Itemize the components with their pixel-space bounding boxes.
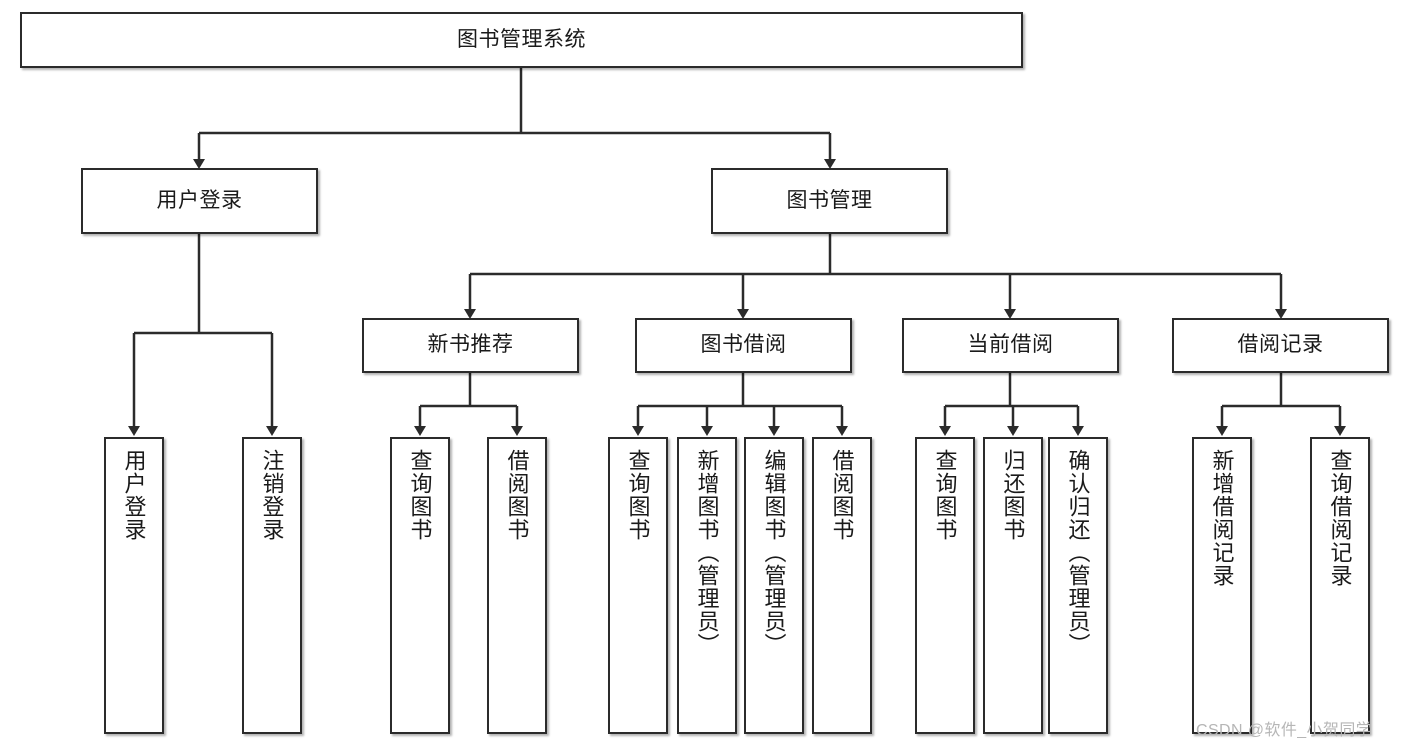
node-user-login-label: 用户登录 xyxy=(156,188,243,212)
leaf-new-book-1[interactable]: 查询图书 xyxy=(390,437,450,734)
leaf-user-login-2-label: 注销登录 xyxy=(259,449,285,541)
leaf-current-borrow-3-label: 确认归还（管理员） xyxy=(1065,449,1091,656)
leaf-book-borrow-1-label: 查询图书 xyxy=(625,449,651,541)
node-user-login[interactable]: 用户登录 xyxy=(81,168,318,234)
node-book-management[interactable]: 图书管理 xyxy=(711,168,948,234)
node-new-book-recommend[interactable]: 新书推荐 xyxy=(362,318,579,373)
leaf-book-borrow-3[interactable]: 编辑图书（管理员） xyxy=(744,437,804,734)
leaf-borrow-record-2[interactable]: 查询借阅记录 xyxy=(1310,437,1370,734)
leaf-current-borrow-1[interactable]: 查询图书 xyxy=(915,437,975,734)
node-current-borrow-label: 当前借阅 xyxy=(967,333,1054,357)
leaf-book-borrow-3-label: 编辑图书（管理员） xyxy=(761,449,787,656)
leaf-borrow-record-1-label: 新增借阅记录 xyxy=(1209,449,1235,587)
leaf-new-book-1-label: 查询图书 xyxy=(407,449,433,541)
leaf-book-borrow-2[interactable]: 新增图书（管理员） xyxy=(677,437,737,734)
leaf-borrow-record-1[interactable]: 新增借阅记录 xyxy=(1192,437,1252,734)
node-new-book-recommend-label: 新书推荐 xyxy=(427,333,514,357)
node-root-label: 图书管理系统 xyxy=(457,27,586,51)
leaf-user-login-1[interactable]: 用户登录 xyxy=(104,437,164,734)
csdn-watermark: CSDN @软件_小贺同学 xyxy=(1196,722,1373,739)
leaf-book-borrow-2-label: 新增图书（管理员） xyxy=(694,449,720,656)
node-borrow-record[interactable]: 借阅记录 xyxy=(1172,318,1389,373)
leaf-book-borrow-4[interactable]: 借阅图书 xyxy=(812,437,872,734)
node-current-borrow[interactable]: 当前借阅 xyxy=(902,318,1119,373)
leaf-new-book-2[interactable]: 借阅图书 xyxy=(487,437,547,734)
leaf-borrow-record-2-label: 查询借阅记录 xyxy=(1327,449,1353,587)
leaf-current-borrow-2[interactable]: 归还图书 xyxy=(983,437,1043,734)
node-book-borrow[interactable]: 图书借阅 xyxy=(635,318,852,373)
node-book-management-label: 图书管理 xyxy=(786,188,873,212)
leaf-current-borrow-1-label: 查询图书 xyxy=(932,449,958,541)
leaf-new-book-2-label: 借阅图书 xyxy=(504,449,530,541)
leaf-book-borrow-1[interactable]: 查询图书 xyxy=(608,437,668,734)
leaf-book-borrow-4-label: 借阅图书 xyxy=(829,449,855,541)
node-root[interactable]: 图书管理系统 xyxy=(20,12,1023,68)
leaf-current-borrow-2-label: 归还图书 xyxy=(1000,449,1026,541)
leaf-user-login-2[interactable]: 注销登录 xyxy=(242,437,302,734)
leaf-current-borrow-3[interactable]: 确认归还（管理员） xyxy=(1048,437,1108,734)
node-borrow-record-label: 借阅记录 xyxy=(1237,333,1324,357)
node-book-borrow-label: 图书借阅 xyxy=(700,333,787,357)
leaf-user-login-1-label: 用户登录 xyxy=(121,449,147,541)
